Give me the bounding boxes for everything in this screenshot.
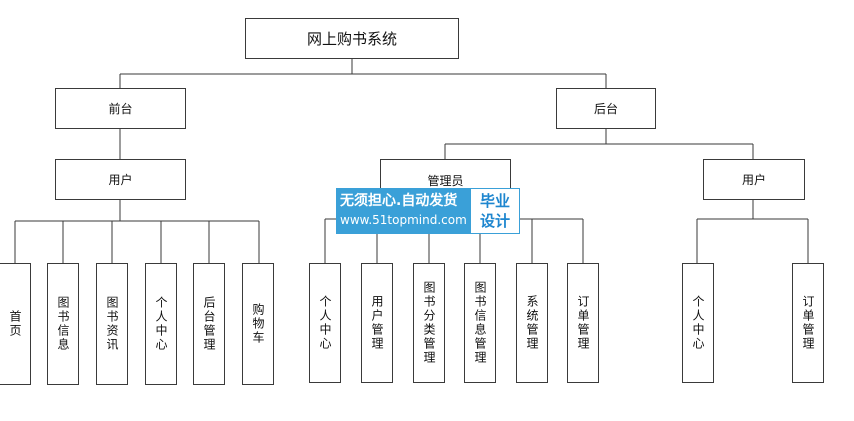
front-item-label: 后台管理 [202,296,216,352]
admin-item-label: 个人中心 [318,295,332,351]
front-item-node: 图书资讯 [96,263,128,385]
back-user-item-label: 个人中心 [691,295,705,351]
watermark-badge-line2: 设计 [479,212,510,230]
front-item-node: 后台管理 [193,263,225,385]
admin-item-node: 图书信息管理 [464,263,496,383]
back-user-node: 用户 [703,159,805,200]
admin-item-label: 系统管理 [525,295,539,351]
watermark-url: www.51topmind.com [340,213,467,227]
front-item-node: 个人中心 [145,263,177,385]
back-user-item-label: 订单管理 [801,295,815,351]
admin-item-node: 个人中心 [309,263,341,383]
watermark-slogan: 无须担心.自动发货 [340,193,458,209]
front-item-label: 图书资讯 [105,296,119,352]
admin-label: 管理员 [427,174,464,188]
watermark-badge: 毕业 设计 [470,188,520,234]
front-item-label: 个人中心 [154,296,168,352]
back-label: 后台 [593,102,618,116]
front-label: 前台 [108,102,133,116]
watermark-banner: 无须担心.自动发货 www.51topmind.com 毕业 设计 [336,188,520,234]
front-user-node: 用户 [55,159,186,200]
front-item-node: 购物车 [242,263,274,385]
back-user-item-node: 个人中心 [682,263,714,383]
admin-item-label: 用户管理 [370,295,384,351]
back-user-item-node: 订单管理 [792,263,824,383]
front-item-node: 首页 [0,263,31,385]
watermark-badge-line1: 毕业 [479,192,510,210]
admin-item-node: 系统管理 [516,263,548,383]
front-user-label: 用户 [108,173,133,187]
admin-item-node: 用户管理 [361,263,393,383]
back-node: 后台 [556,88,656,129]
admin-item-label: 图书信息管理 [473,281,487,365]
front-node: 前台 [55,88,186,129]
front-item-label: 购物车 [251,303,265,345]
watermark-text-block: 无须担心.自动发货 www.51topmind.com [336,188,470,234]
admin-item-node: 订单管理 [567,263,599,383]
front-item-label: 首页 [8,310,22,338]
admin-item-node: 图书分类管理 [413,263,445,383]
root-node: 网上购书系统 [245,18,459,59]
admin-item-label: 订单管理 [576,295,590,351]
admin-item-label: 图书分类管理 [422,281,436,365]
front-item-node: 图书信息 [47,263,79,385]
root-label: 网上购书系统 [306,30,397,48]
front-item-label: 图书信息 [56,296,70,352]
back-user-label: 用户 [741,173,766,187]
